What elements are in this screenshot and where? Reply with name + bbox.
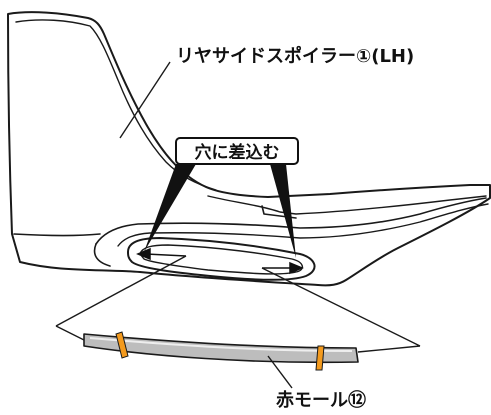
groove-inner (139, 244, 303, 275)
spoiler-leader-line (119, 61, 171, 139)
red-molding-label-group: 赤モール⑫ (267, 355, 366, 411)
tail-line (93, 243, 111, 267)
insert-hole-callout: 穴に差込む (175, 137, 299, 165)
insert-hole-callout-box (175, 137, 299, 165)
top-surface-line (207, 195, 487, 215)
tape-left (115, 331, 129, 359)
insert-hole-label: 穴に差込む (195, 142, 280, 163)
lower-body-line (13, 233, 101, 237)
red-molding-leader-line (267, 355, 293, 389)
spoiler-outline (7, 11, 491, 287)
right-arrow-head (289, 261, 304, 275)
channel-outer (95, 197, 487, 245)
zoom-line-right-inner (357, 345, 421, 353)
insert-callout-pointers (144, 164, 296, 258)
detail-zoom-lines (55, 255, 421, 353)
zoom-line-left-inner (55, 325, 85, 341)
left-callout-pointer (144, 164, 196, 252)
spoiler-label: リヤサイドスポイラー①(LH) (176, 45, 414, 67)
spoiler-label-group: リヤサイドスポイラー①(LH) (119, 45, 414, 139)
zoom-line-left-outer (55, 255, 187, 327)
left-arrow-head (136, 247, 151, 261)
left-hole-arrow (145, 253, 187, 257)
right-callout-pointer (270, 164, 296, 258)
groove-outer (127, 237, 316, 281)
tape-right (315, 345, 325, 371)
red-molding (83, 331, 359, 371)
channel-inner (117, 203, 489, 247)
rear-side-spoiler-body (7, 11, 491, 287)
hole-indicators (136, 247, 304, 275)
zoom-line-right-outer (261, 267, 421, 347)
red-molding-label: 赤モール⑫ (276, 389, 366, 411)
